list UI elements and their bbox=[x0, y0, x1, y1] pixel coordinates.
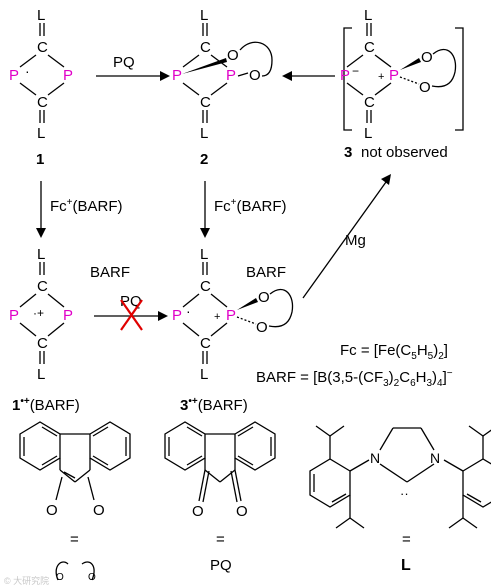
ligand-l-bottom: L bbox=[37, 366, 45, 383]
atom-o-arc-left: O bbox=[56, 572, 64, 583]
compound-1-label: 1 bbox=[36, 151, 44, 168]
ligand-l-bottom: L bbox=[200, 366, 208, 383]
compound-3-radical-cation-label: 3•+(BARF) bbox=[180, 396, 248, 414]
equivalence-mark-right: = bbox=[402, 531, 411, 548]
barf-definition: BARF = [B(3,5-(CF3)2C6H3)4]− bbox=[256, 368, 453, 389]
plus-charge: + bbox=[214, 311, 220, 323]
oxygen-top: O bbox=[258, 289, 270, 306]
minus-charge: − bbox=[352, 64, 359, 78]
watermark: © 大研究院 bbox=[4, 575, 49, 586]
phosphorus-radical: P bbox=[172, 307, 182, 324]
compound-3-structure: L C P − + P O O C L bbox=[340, 7, 464, 142]
radical-cation-mark: ·+ bbox=[33, 306, 44, 320]
chelating-ligand-arc bbox=[55, 561, 95, 581]
equivalence-mark-middle: = bbox=[216, 531, 225, 548]
carbon-top: C bbox=[37, 39, 48, 56]
ligand-l-bottom: L bbox=[364, 125, 372, 142]
carbon-bottom: C bbox=[37, 94, 48, 111]
left-bracket bbox=[343, 27, 352, 131]
phosphorus-right: P bbox=[63, 307, 73, 324]
radical-dot: · bbox=[25, 63, 30, 79]
fc-definition: Fc = [Fe(C5H5)2] bbox=[340, 342, 448, 362]
ligand-l-top: L bbox=[200, 7, 208, 24]
oxygen-bottom: O bbox=[249, 67, 261, 84]
phosphorus-cationic: P bbox=[389, 67, 399, 84]
phenanthrene-diolate-structure: O O bbox=[19, 421, 131, 519]
phosphorus-cationic: P bbox=[226, 307, 236, 324]
phosphorus-anionic: P bbox=[340, 67, 350, 84]
phenanthrenequinone-structure: O O bbox=[164, 421, 276, 520]
oxygen-top: O bbox=[421, 49, 433, 66]
oxidant-label-left: Fc+(BARF) bbox=[50, 197, 123, 215]
anion-tag-left: BARF bbox=[90, 264, 130, 281]
carbon-top: C bbox=[37, 278, 48, 295]
carbene-lone-pair: ·· bbox=[400, 486, 409, 501]
reagent-pq-label: PQ bbox=[113, 54, 135, 71]
phosphorus-right: P bbox=[63, 67, 73, 84]
atom-o-arc-right: O bbox=[88, 572, 96, 583]
equivalence-mark-left: = bbox=[70, 531, 79, 548]
anion-tag-right: BARF bbox=[246, 264, 286, 281]
compound-3-note: not observed bbox=[361, 144, 448, 161]
phosphorus-left: P bbox=[9, 307, 19, 324]
compound-3-label: 3 bbox=[344, 144, 352, 161]
oxygen-right: O bbox=[236, 503, 248, 520]
compound-1-radical-cation-label: 1•+(BARF) bbox=[12, 396, 80, 414]
ligand-l-bottom: L bbox=[37, 125, 45, 142]
oxygen-left: O bbox=[46, 502, 58, 519]
oxygen-bottom: O bbox=[256, 319, 268, 336]
phosphorus-right: P bbox=[226, 67, 236, 84]
ligand-l-top: L bbox=[364, 7, 372, 24]
phosphorus-left: P bbox=[9, 67, 19, 84]
carbon-bottom: C bbox=[200, 335, 211, 352]
compound-1-radical-cation-structure: L C P ·+ P C L bbox=[9, 246, 73, 383]
ligand-l-top: L bbox=[37, 246, 45, 263]
plus-charge: + bbox=[378, 71, 384, 83]
ligand-l-label: L bbox=[401, 557, 411, 574]
phosphorus-left: P bbox=[172, 67, 182, 84]
carbon-bottom: C bbox=[200, 94, 211, 111]
arrow-mg-reduction bbox=[302, 181, 387, 299]
carbon-bottom: C bbox=[37, 335, 48, 352]
right-bracket bbox=[455, 27, 464, 131]
oxygen-left: O bbox=[192, 503, 204, 520]
oxygen-bottom: O bbox=[419, 79, 431, 96]
compound-3-radical-cation-structure: L C P · + P O O C L bbox=[172, 246, 294, 383]
oxygen-top: O bbox=[227, 47, 239, 64]
carbon-top: C bbox=[364, 39, 375, 56]
carbon-top: C bbox=[200, 39, 211, 56]
oxygen-right: O bbox=[93, 502, 105, 519]
pq-structure-label: PQ bbox=[210, 557, 232, 574]
ligand-l-bottom: L bbox=[200, 125, 208, 142]
reductant-mg-label: Mg bbox=[345, 232, 366, 249]
compound-2-label: 2 bbox=[200, 151, 208, 168]
nitrogen-right: N bbox=[430, 450, 440, 466]
carbon-bottom: C bbox=[364, 94, 375, 111]
carbene-ligand-structure: N N ·· bbox=[309, 425, 491, 529]
carbon-top: C bbox=[200, 278, 211, 295]
oxidant-label-right: Fc+(BARF) bbox=[214, 197, 287, 215]
radical-dot: · bbox=[186, 303, 191, 319]
compound-2-structure: L C P P O O C L bbox=[172, 7, 273, 142]
ligand-l-top: L bbox=[200, 246, 208, 263]
nitrogen-left: N bbox=[370, 450, 380, 466]
ligand-l-top: L bbox=[37, 7, 45, 24]
compound-1-structure: L C P · P C L bbox=[9, 7, 73, 142]
